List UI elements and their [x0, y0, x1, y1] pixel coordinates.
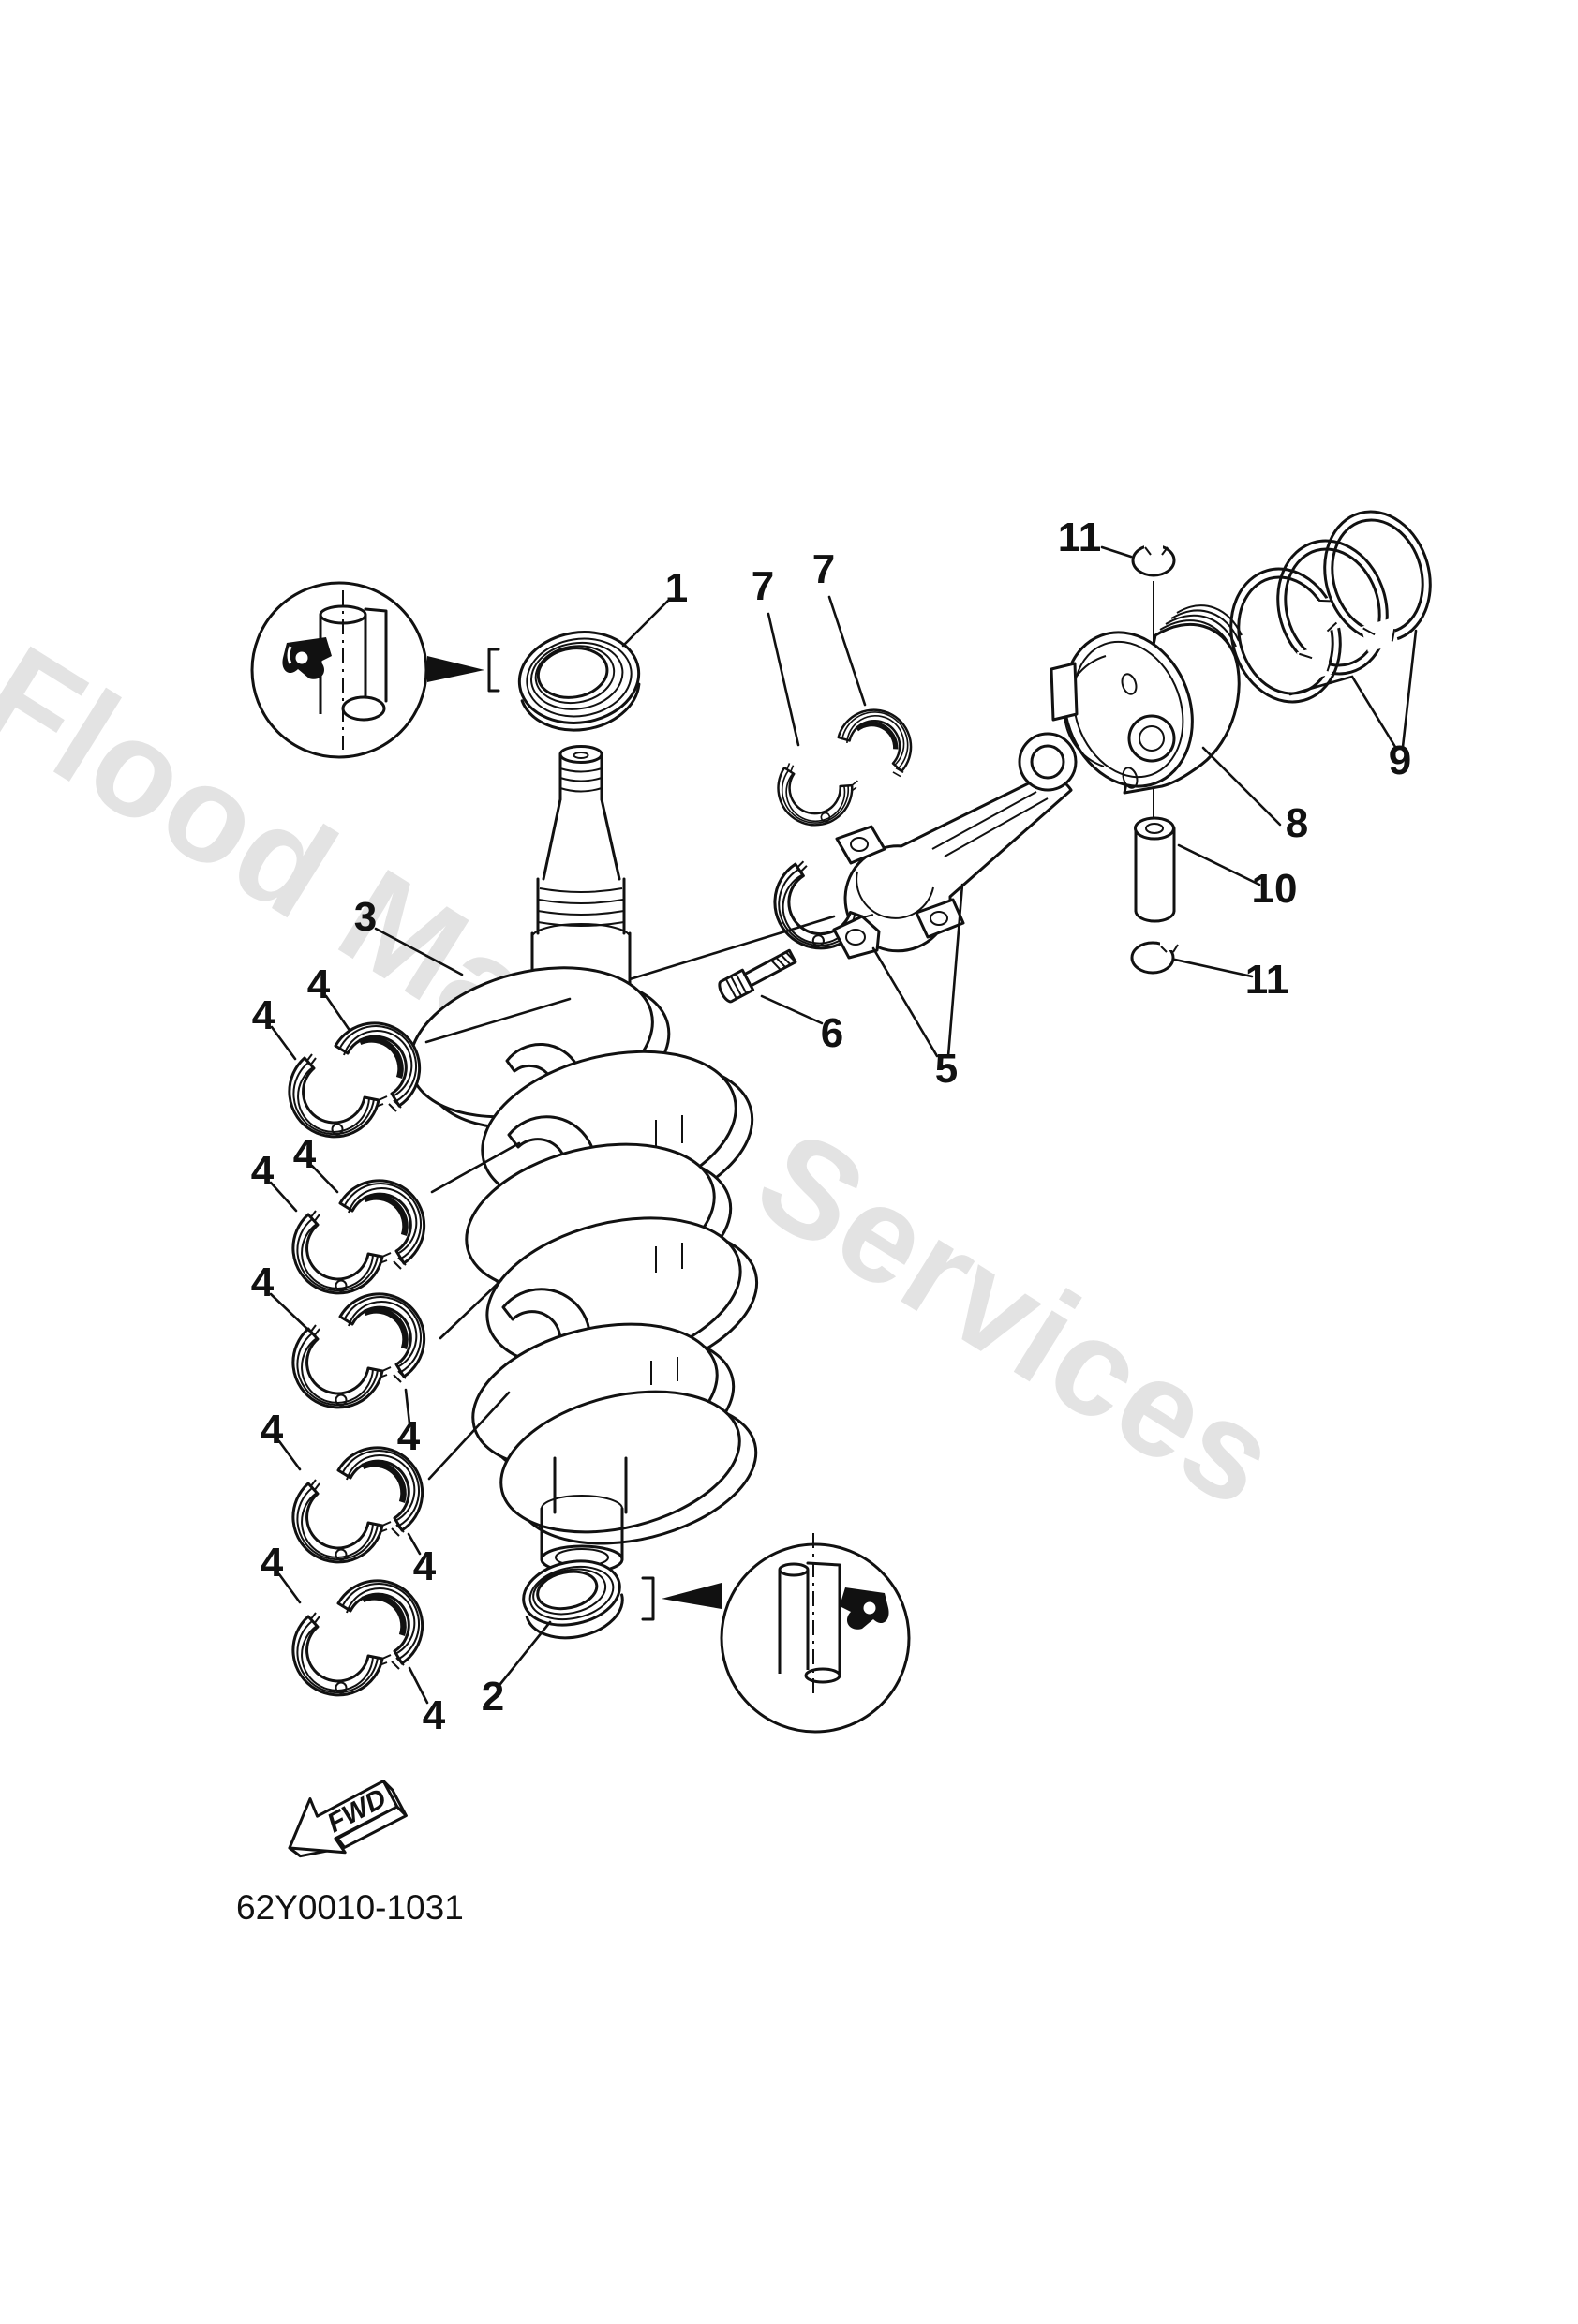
- callout-3: 3: [354, 894, 377, 940]
- part-rod-cap: [767, 857, 881, 960]
- callout-4d: 4: [251, 1148, 275, 1194]
- part-piston: [1050, 581, 1243, 795]
- bracket-bottom: [641, 1576, 655, 1621]
- part-pin-clip-top: [1131, 542, 1176, 577]
- seal-lip-icon: [840, 1587, 889, 1630]
- callout-4j: 4: [423, 1692, 446, 1738]
- part-rod-bolt: [718, 948, 797, 1004]
- callout-5: 5: [935, 1046, 958, 1092]
- callout-4f: 4: [397, 1413, 421, 1459]
- part-code: 62Y0010-1031: [236, 1888, 464, 1927]
- callout-8: 8: [1286, 800, 1308, 846]
- callout-4e: 4: [251, 1259, 275, 1305]
- callout-11b: 11: [1245, 957, 1289, 1003]
- callout-4c: 4: [293, 1131, 317, 1177]
- part-oil-seal-lower: [522, 1559, 624, 1640]
- part-connecting-rod: [835, 732, 1078, 953]
- callout-6: 6: [821, 1010, 843, 1056]
- part-main-bearings: [288, 1023, 424, 1697]
- callout-4g: 4: [261, 1407, 284, 1452]
- callout-labels: 1 7 7 11 8 9 10 11 3 4 4 4 4 4 4 4 4 4 4…: [251, 514, 1411, 1738]
- callout-7b: 7: [812, 546, 835, 592]
- part-crankshaft: [409, 745, 759, 1574]
- bracket-top: [487, 648, 500, 693]
- callout-4i: 4: [261, 1540, 284, 1586]
- callout-4b: 4: [252, 992, 275, 1038]
- callout-4a: 4: [307, 961, 331, 1007]
- detail-arrow-top: [427, 656, 484, 682]
- seal-lip-icon: [282, 637, 332, 679]
- leader-lines: [269, 545, 1418, 1705]
- seal-detail-circle-bottom: [641, 1533, 911, 1734]
- callout-9: 9: [1389, 737, 1411, 783]
- callout-2: 2: [482, 1674, 504, 1720]
- seal-detail-circle-top: [250, 581, 500, 759]
- part-piston-pin: [1134, 789, 1176, 923]
- part-piston-rings: [1229, 510, 1432, 704]
- callout-7a: 7: [752, 563, 774, 609]
- callout-4h: 4: [413, 1543, 437, 1589]
- callout-10: 10: [1252, 866, 1298, 912]
- part-pin-clip-bottom: [1130, 939, 1179, 975]
- detail-arrow-bottom: [662, 1583, 722, 1609]
- callout-1: 1: [665, 565, 688, 611]
- part-oil-seal-upper: [517, 631, 641, 732]
- fwd-arrow: FWD: [288, 1780, 408, 1858]
- callout-11a: 11: [1058, 514, 1102, 560]
